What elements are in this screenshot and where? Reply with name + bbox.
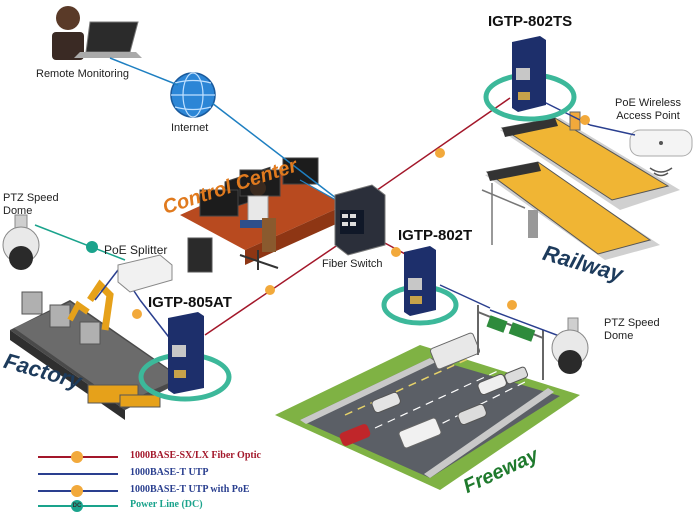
freeway-scene (275, 305, 580, 490)
fiber-switch-label: Fiber Switch (322, 258, 383, 270)
poe-marker-icon (507, 300, 517, 310)
legend-label: 1000BASE-T UTP with PoE (130, 484, 250, 495)
trackside-box-icon (569, 111, 581, 131)
fiber-link (369, 97, 511, 196)
car-icon (504, 366, 529, 385)
fiber-marker-icon (435, 148, 445, 158)
laptop-icon (85, 21, 139, 53)
legend-item-utp-poe: 1000BASE-T UTP with PoE (38, 484, 298, 498)
legend-item-utp: 1000BASE-T UTP (38, 467, 298, 481)
dc-marker-icon (86, 241, 98, 253)
road-sign-icon (508, 322, 536, 342)
remote-monitoring-scene (52, 6, 142, 60)
fiber-marker-icon (391, 247, 401, 257)
legend-label: 1000BASE-T UTP (130, 467, 209, 478)
ptz-right-label: PTZ Speed Dome (604, 317, 660, 342)
user-icon (56, 6, 80, 30)
package-icon (49, 304, 71, 328)
legend-label: Power Line (DC) (130, 499, 203, 510)
robot-arm-icon (67, 300, 90, 322)
igtp-802t-label: IGTP-802T (398, 227, 473, 244)
train-icon (500, 117, 670, 201)
legend-item-power-dc: DC Power Line (DC) (38, 499, 298, 513)
ptz-left-label: PTZ Speed Dome (3, 192, 59, 217)
igtp-802ts-label: IGTP-802TS (488, 13, 573, 30)
poe-splitter-label: PoE Splitter (104, 243, 168, 257)
robot-arm-icon (87, 279, 114, 331)
control-center-scene (180, 157, 345, 273)
van-icon (398, 417, 442, 449)
poe-splitter-device-icon (117, 254, 173, 293)
remote-monitoring-label: Remote Monitoring (36, 68, 129, 80)
ptz-camera-left-icon (2, 214, 40, 270)
car-icon (477, 373, 507, 396)
legend-item-fiber: 1000BASE-SX/LX Fiber Optic (38, 450, 298, 464)
railway-scene (481, 111, 693, 260)
poe-marker-icon (580, 115, 590, 125)
igtp-805at-device-icon (168, 312, 204, 394)
package-icon (79, 321, 101, 345)
legend-marker-icon: DC (71, 500, 83, 512)
truck-icon (429, 332, 481, 370)
poe-ap-label: PoE Wireless Access Point (615, 97, 682, 122)
igtp-805at-label: IGTP-805AT (148, 294, 232, 311)
fiber-link (204, 239, 346, 336)
legend-label: 1000BASE-SX/LX Fiber Optic (130, 450, 261, 461)
igtp-802ts-device-icon (512, 36, 546, 112)
legend-marker-icon (71, 451, 83, 463)
train-icon (485, 161, 652, 255)
link-markers (86, 115, 590, 319)
igtp-802t-device-icon (404, 246, 436, 316)
package-icon (21, 291, 43, 315)
ptz-camera-right-icon (551, 317, 589, 374)
police-car-icon (371, 391, 401, 414)
signal-post-icon (528, 210, 538, 238)
fiber-marker-icon (265, 285, 275, 295)
internet-globe-icon (170, 72, 216, 118)
fiber-switch-device-icon (334, 184, 386, 256)
poe-marker-icon (132, 309, 142, 319)
legend-marker-icon (71, 485, 83, 497)
operator-icon (250, 180, 266, 196)
internet-label: Internet (171, 122, 209, 134)
road-sign-icon (486, 315, 508, 333)
car-icon (457, 403, 487, 426)
car-icon (339, 424, 371, 446)
legend-line (38, 473, 118, 475)
computer-tower-icon (187, 237, 213, 273)
